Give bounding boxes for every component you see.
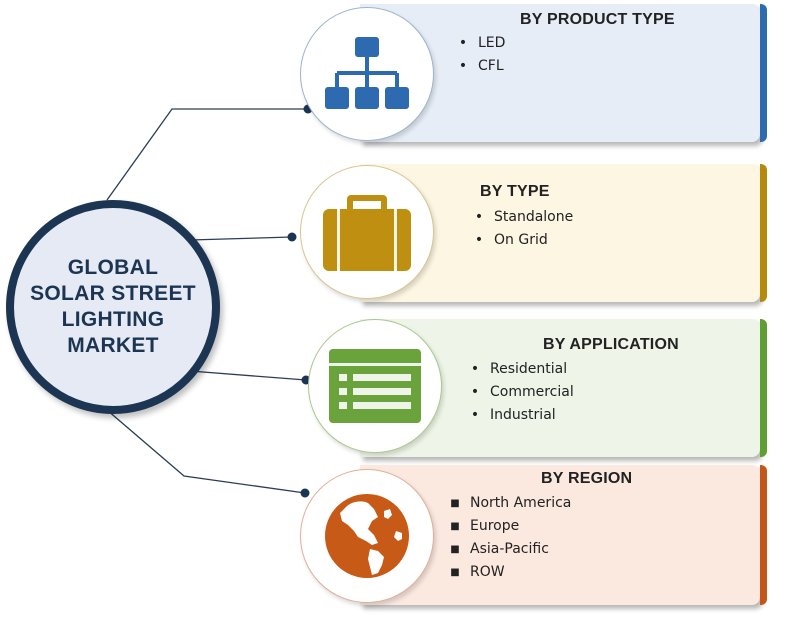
list-item-label: ROW	[470, 564, 505, 580]
list-item-label: CFL	[478, 58, 504, 74]
briefcase-icon	[323, 195, 411, 271]
hub-title-line: MARKET	[67, 334, 159, 357]
connector-dot-region	[300, 488, 310, 498]
segment-icon-circle-application	[308, 319, 442, 453]
segment-accent-bar	[760, 164, 767, 302]
segment-panel-type	[360, 164, 767, 302]
list-item-label: Commercial	[490, 384, 574, 400]
segment-title-region: BY REGION	[541, 470, 633, 487]
list-item-label: Residential	[490, 361, 568, 377]
hub-title-line: SOLAR STREET	[30, 282, 196, 305]
hub-title-line: LIGHTING	[61, 308, 165, 331]
bullet-icon: ■	[450, 498, 460, 509]
list-item: • CFL	[456, 55, 505, 78]
segment-icon-circle-product-type	[300, 7, 434, 141]
list-item: ■ ROW	[448, 561, 571, 584]
segment-title-product-type: BY PRODUCT TYPE	[520, 11, 675, 28]
bullet-icon: •	[470, 361, 480, 377]
segment-accent-bar	[760, 319, 767, 457]
connector-application	[189, 370, 307, 381]
bullet-icon: •	[458, 35, 468, 51]
list-item: • Standalone	[472, 206, 573, 229]
hierarchy-icon	[325, 37, 409, 109]
connector-product-type	[106, 108, 308, 201]
connector-region	[106, 409, 306, 494]
list-window-icon	[329, 349, 421, 423]
bullet-icon: •	[458, 58, 468, 74]
segment-icon-circle-type	[300, 165, 434, 299]
segment-list-type: • Standalone • On Grid	[472, 206, 573, 252]
list-item: • Commercial	[468, 381, 574, 404]
list-item-label: Standalone	[494, 209, 574, 225]
bullet-icon: •	[470, 407, 480, 423]
bullet-icon: ■	[450, 521, 460, 532]
bullet-icon: ■	[450, 544, 460, 555]
segment-title-application: BY APPLICATION	[543, 336, 679, 353]
bullet-icon: •	[474, 209, 484, 225]
segment-title-type: BY TYPE	[480, 183, 550, 200]
bullet-icon: ■	[450, 567, 460, 578]
segment-accent-bar	[760, 465, 767, 605]
market-hub-circle: GLOBAL SOLAR STREET LIGHTING MARKET	[6, 200, 220, 414]
list-item-label: Industrial	[490, 407, 556, 423]
list-item-label: On Grid	[494, 232, 548, 248]
hub-title: GLOBAL SOLAR STREET LIGHTING MARKET	[30, 255, 196, 359]
segment-list-application: • Residential • Commercial • Industrial	[468, 358, 574, 427]
segment-icon-circle-region	[300, 469, 434, 603]
list-item-label: LED	[478, 35, 506, 51]
list-item-label: Europe	[470, 518, 520, 534]
connector-dot-type	[287, 232, 297, 242]
globe-icon	[325, 494, 409, 578]
segment-list-region: ■ North America ■ Europe ■ Asia-Pacific ■ RO…	[448, 492, 571, 584]
list-item: ■ Asia-Pacific	[448, 538, 571, 561]
list-item: • Industrial	[468, 404, 574, 427]
segment-accent-bar	[760, 4, 767, 142]
segment-list-product-type: • LED • CFL	[456, 32, 506, 78]
list-item: • LED	[456, 32, 506, 55]
bullet-icon: •	[474, 232, 484, 248]
connector-type	[189, 236, 293, 241]
list-item-label: North America	[470, 495, 572, 511]
list-item: • Residential	[468, 358, 574, 381]
list-item: ■ North America	[448, 492, 571, 515]
list-item: • On Grid	[472, 229, 573, 252]
bullet-icon: •	[470, 384, 480, 400]
list-item-label: Asia-Pacific	[470, 541, 549, 557]
hub-title-line: GLOBAL	[67, 256, 159, 279]
list-item: ■ Europe	[448, 515, 571, 538]
